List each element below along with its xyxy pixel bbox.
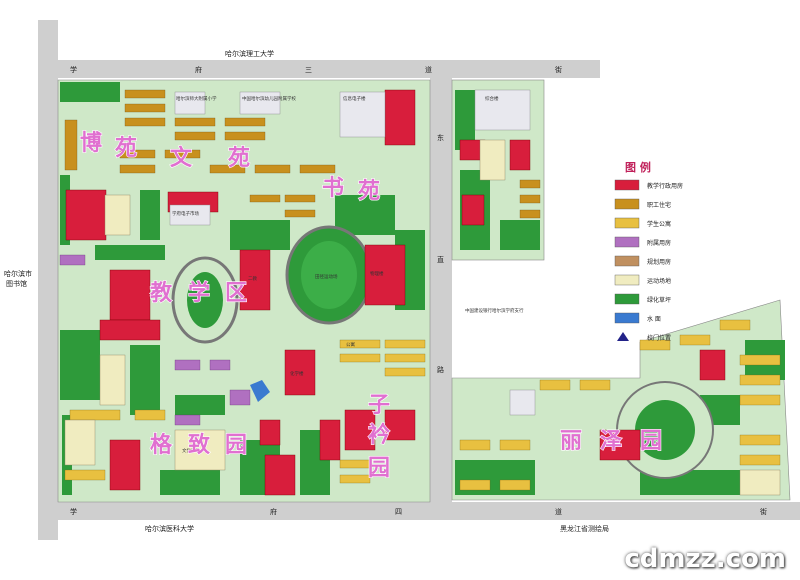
top-road-char-0: 学 <box>70 65 77 74</box>
zone-liyuan-0: 丽 <box>560 429 582 454</box>
zone-gezhi-1: 致 <box>188 432 211 458</box>
zone-liyuan-1: 泽 <box>600 429 622 454</box>
east-road-char-1: 直 <box>437 255 444 264</box>
liyuan-circle-lawn <box>635 400 695 460</box>
watermark: cdmzz.com <box>624 544 786 574</box>
legend-label: 绿化草坪 <box>647 296 671 304</box>
survey-office-label: 黑龙江省测绘局 <box>560 524 609 533</box>
zone-ziyuan-0: 子 <box>368 393 390 418</box>
hmu-label: 哈尔滨医科大学 <box>145 524 194 533</box>
zone-bowen-0: 博 <box>80 130 102 156</box>
zone-shuyuan-0: 书 <box>322 176 344 201</box>
teaching-buildings <box>65 89 726 496</box>
north-road <box>40 60 600 78</box>
legend-label: 规划用房 <box>647 258 671 266</box>
east-road <box>430 60 452 510</box>
label-n7: 化学楼 <box>290 370 304 377</box>
zone-jiaoxue-0: 教 <box>150 280 173 306</box>
legend-label: 教学行政用房 <box>647 182 683 190</box>
zone-jiaoxue-1: 学 <box>188 280 210 306</box>
water <box>250 380 270 402</box>
top-road-char-2: 三 <box>305 66 312 74</box>
legend-label: 水 面 <box>647 315 661 323</box>
legend-swatch <box>614 255 640 267</box>
top-road-char-1: 府 <box>195 65 202 74</box>
student-dorms <box>64 319 781 491</box>
library-label-2: 图书馆 <box>6 279 27 288</box>
south-road <box>40 502 800 520</box>
east-road-char-2: 路 <box>437 365 444 374</box>
legend-swatch <box>614 274 640 286</box>
library-label-1: 哈尔滨市 <box>4 269 32 278</box>
label-n4: 综合楼 <box>485 95 499 102</box>
zone-wenyuan-0: 文 <box>170 145 193 171</box>
zone-gezhi-0: 格 <box>150 432 173 458</box>
legend-label: 学生公寓 <box>647 220 671 228</box>
bottom-road-char-1: 府 <box>270 507 277 516</box>
legend-title: 图 例 <box>625 160 651 174</box>
legend-swatch <box>614 198 640 210</box>
bottom-road-char-4: 街 <box>760 507 767 516</box>
building-labels: 中国哈尔滨幼儿园附属学校 田径运动场 文化广场 中国建设银行哈尔滨学府支行 哈尔… <box>172 95 524 454</box>
label-stadium: 田径运动场 <box>315 273 338 280</box>
zone-ziyuan-2: 园 <box>368 456 390 481</box>
road-labels: 学 府 三 道 街 学 府 四 道 街 东 直 路 哈尔滨理工大学 哈尔滨医科大… <box>4 49 767 533</box>
ancillary-buildings <box>59 254 251 426</box>
staff-housing <box>64 89 541 219</box>
legend-label: 运动场地 <box>647 277 671 285</box>
east-road-char-0: 东 <box>437 133 444 142</box>
zone-gezhi-2: 园 <box>225 433 247 458</box>
top-road-char-4: 街 <box>555 65 562 74</box>
zone-shuyuan-1: 苑 <box>358 179 380 204</box>
bottom-road-char-3: 道 <box>555 507 562 516</box>
label-apt: 公寓 <box>346 341 355 348</box>
legend-swatch <box>614 236 640 248</box>
legend-swatch <box>614 293 640 305</box>
zone-wenyuan-1: 苑 <box>228 146 250 171</box>
label-n6: 物理楼 <box>370 270 384 277</box>
legend-swatch <box>614 179 640 191</box>
legend-label: 职工住宅 <box>647 201 671 209</box>
other-buildings <box>169 89 536 416</box>
bottom-road-char-2: 四 <box>395 508 402 516</box>
west-road <box>38 20 58 540</box>
legend-label: 附属用房 <box>647 239 671 247</box>
label-n2: 学府电子市场 <box>172 210 199 217</box>
sports-fields <box>64 139 781 496</box>
stadium-field <box>301 241 357 309</box>
zone-labels: 博 苑 文 苑 书 苑 教 学 区 格 致 园 子 衿 园 丽 泽 园 <box>79 129 662 481</box>
teaching-plaza-lawn <box>187 272 223 328</box>
label-fuyou: 中国哈尔滨幼儿园附属学校 <box>242 95 296 102</box>
bottom-road-char-0: 学 <box>70 507 77 516</box>
label-n5: 二教 <box>248 275 257 282</box>
top-road-char-3: 道 <box>425 65 432 74</box>
legend-label: 校门位置 <box>647 334 671 342</box>
legend-swatch <box>614 217 640 229</box>
zone-liyuan-2: 园 <box>640 429 662 454</box>
zone-jiaoxue-2: 区 <box>225 281 247 306</box>
label-plaza: 文化广场 <box>182 447 200 454</box>
zone-bowen-1: 苑 <box>115 136 137 161</box>
legend-swatch <box>614 312 640 324</box>
legend-swatch <box>617 332 629 341</box>
label-n3: 信息电子楼 <box>343 95 366 102</box>
label-road-mid: 中国建设银行哈尔滨学府支行 <box>465 307 524 314</box>
zone-ziyuan-1: 衿 <box>368 422 390 448</box>
hit-label: 哈尔滨理工大学 <box>225 49 274 58</box>
label-n1: 哈尔滨师大附属小学 <box>176 95 217 102</box>
